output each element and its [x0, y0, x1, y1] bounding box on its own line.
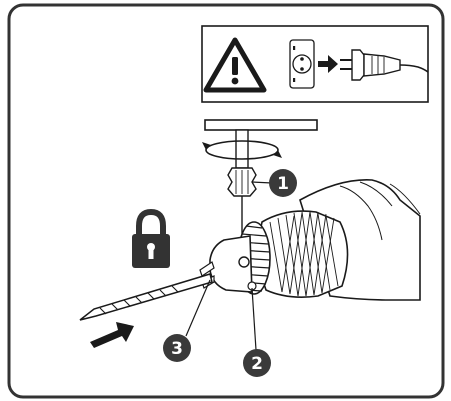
- drill-chuck-assembly: [199, 179, 421, 301]
- rotation-arrow-icon: [202, 140, 282, 160]
- chuck-key: [202, 119, 318, 238]
- diagram-frame: [7, 3, 445, 399]
- power-plug-icon: [340, 49, 429, 81]
- callout-leader-2: [251, 287, 257, 351]
- step-number: 1: [277, 174, 289, 194]
- padlock-icon: [132, 208, 170, 268]
- step-number: 3: [171, 339, 183, 359]
- wall-socket-icon: [289, 39, 315, 89]
- arrow-right-icon: [90, 322, 134, 348]
- step-callout-3: 3: [163, 334, 191, 362]
- warning-panel: [201, 25, 429, 103]
- chuck-sleeve: [258, 210, 349, 298]
- warning-triangle-icon: [203, 37, 267, 93]
- chuck-key-shaft: [235, 129, 249, 169]
- step-callout-1: 1: [269, 169, 297, 197]
- chuck-keyhole: [238, 256, 250, 268]
- step-number: 2: [251, 354, 263, 374]
- callout-leader-3: [185, 279, 211, 337]
- step-callout-2: 2: [243, 349, 271, 377]
- callout-leader-1: [251, 181, 273, 184]
- arrow-right-icon: [318, 55, 338, 73]
- chuck-key-handle: [204, 119, 318, 131]
- drill-bit: [79, 273, 213, 321]
